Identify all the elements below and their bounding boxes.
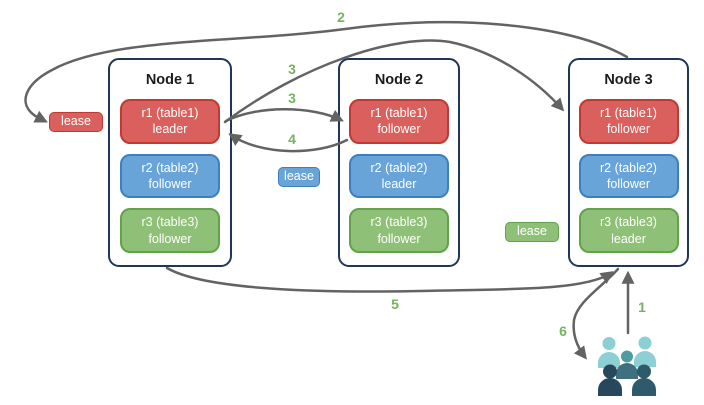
users-group-icon: [598, 336, 656, 396]
replica-role: leader: [611, 231, 646, 246]
replica-name: r3 (table3): [600, 215, 657, 230]
replica-r2-table2-follower: r2 (table2) follower: [578, 153, 679, 199]
replica-r2-table2-leader: r2 (table2) leader: [349, 153, 449, 199]
person-icon: [616, 350, 638, 379]
replica-r3-table3-follower: r3 (table3) follower: [349, 208, 449, 254]
lease-badge-red: lease: [49, 112, 103, 132]
person-icon: [598, 337, 620, 368]
replica-r3-table3-follower: r3 (table3) follower: [120, 208, 220, 254]
node-title: Node 1: [145, 72, 195, 88]
node-box-3: Node 3 r1 (table1) follower r2 (table2) …: [568, 58, 689, 267]
replica-r1-table1-follower: r1 (table1) follower: [349, 99, 449, 144]
replica-role: follower: [606, 122, 651, 137]
arrow-step-5: [165, 266, 614, 293]
person-icon: [632, 364, 656, 396]
replica-r1-table1-follower: r1 (table1) follower: [578, 99, 679, 144]
step-label-5: 5: [391, 296, 399, 312]
replica-role: follower: [148, 231, 192, 246]
replica-name: r2 (table2): [600, 160, 657, 175]
replica-r2-table2-follower: r2 (table2) follower: [120, 153, 220, 199]
replica-name: r2 (table2): [370, 160, 428, 175]
replica-role: leader: [381, 177, 417, 191]
lease-badge-blue: lease: [278, 167, 320, 187]
node-box-1: Node 1 r1 (table1) leader r2 (table2) fo…: [108, 58, 232, 267]
replica-r1-table1-leader: r1 (table1) leader: [120, 99, 220, 144]
step-label-1: 1: [638, 299, 646, 315]
replica-r3-table3-leader: r3 (table3) leader: [578, 208, 679, 254]
lease-badge-green: lease: [505, 222, 559, 242]
replica-name: r3 (table3): [141, 215, 199, 230]
replica-role: follower: [377, 231, 421, 246]
step-label-2: 2: [337, 9, 345, 25]
replica-name: r1 (table1): [370, 106, 428, 121]
node-title: Node 2: [374, 72, 424, 88]
replica-name: r3 (table3): [370, 215, 428, 230]
replica-name: r1 (table1): [600, 106, 657, 121]
replica-role: follower: [148, 177, 192, 191]
arrow-step-6: [572, 267, 620, 360]
node-box-2: Node 2 r1 (table1) follower r2 (table2) …: [338, 58, 460, 267]
person-icon: [598, 364, 622, 396]
node-title: Node 3: [604, 72, 653, 88]
replica-name: r2 (table2): [141, 160, 199, 175]
replica-role: follower: [606, 177, 651, 191]
step-label-4: 4: [288, 131, 296, 147]
person-icon: [634, 336, 656, 367]
arrow-step-3-short: [224, 108, 344, 123]
replica-role: leader: [152, 122, 188, 137]
step-label-3b: 3: [288, 90, 296, 106]
step-label-3a: 3: [288, 61, 296, 77]
step-label-6: 6: [559, 323, 567, 339]
replica-name: r1 (table1): [141, 106, 199, 121]
replica-role: follower: [377, 122, 421, 137]
